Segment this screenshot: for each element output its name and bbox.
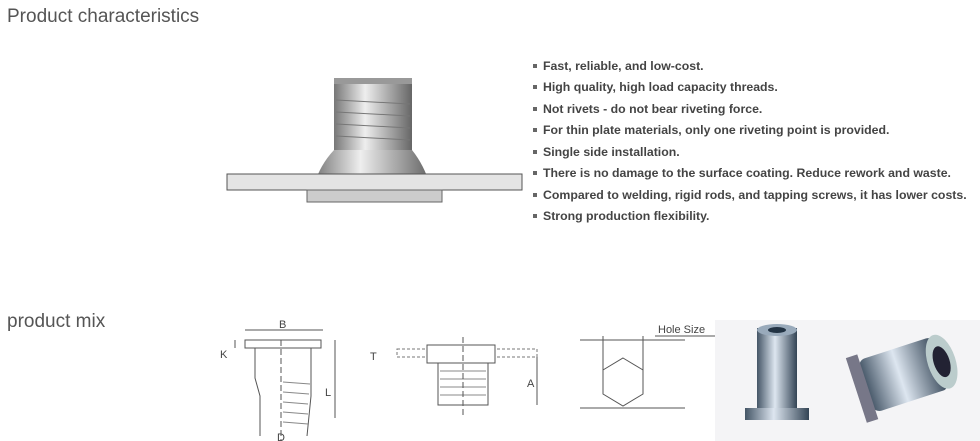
technical-drawing-installed: T A (370, 337, 538, 415)
section-title-product-mix: product mix (7, 311, 106, 332)
technical-drawing-hole-size: Hole Size (580, 324, 715, 409)
dim-label-a: A (527, 378, 535, 390)
feature-item: High quality, high load capacity threads… (533, 77, 967, 99)
feature-item: Strong production flexibility. (533, 206, 967, 228)
dim-label-b: B (279, 319, 286, 331)
section-title-characteristics: Product characteristics (7, 6, 200, 27)
feature-text: Single side installation. (543, 144, 680, 159)
feature-text: Strong production flexibility. (543, 209, 710, 224)
feature-item: Fast, reliable, and low-cost. (533, 55, 967, 77)
feature-text: For thin plate materials, only one rivet… (543, 123, 890, 138)
rivet-nut-product-photo (715, 320, 980, 441)
bullet-icon (533, 149, 537, 154)
dim-label-l: L (325, 387, 331, 399)
feature-item: Single side installation. (533, 141, 967, 163)
feature-list: Fast, reliable, and low-cost. High quali… (533, 55, 967, 227)
bullet-icon (533, 63, 537, 68)
bullet-icon (533, 106, 537, 111)
feature-item: There is no damage to the surface coatin… (533, 163, 967, 185)
feature-text: Fast, reliable, and low-cost. (543, 58, 704, 73)
bullet-icon (533, 214, 537, 219)
feature-text: Compared to welding, rigid rods, and tap… (543, 187, 967, 202)
technical-drawing-flat-head: B L K D (220, 319, 336, 441)
dim-label-hole-size: Hole Size (658, 324, 705, 336)
dim-label-d: D (277, 432, 285, 441)
feature-text: Not rivets - do not bear riveting force. (543, 101, 763, 116)
feature-item: For thin plate materials, only one rivet… (533, 120, 967, 142)
bullet-icon (533, 128, 537, 133)
dim-label-k: K (220, 349, 228, 361)
rivet-nut-installed-image (226, 78, 523, 203)
bullet-icon (533, 171, 537, 176)
feature-text: High quality, high load capacity threads… (543, 80, 778, 95)
bullet-icon (533, 192, 537, 197)
feature-item: Compared to welding, rigid rods, and tap… (533, 184, 967, 206)
feature-item: Not rivets - do not bear riveting force. (533, 98, 967, 120)
feature-text: There is no damage to the surface coatin… (543, 166, 951, 181)
dim-label-t: T (370, 351, 377, 363)
bullet-icon (533, 85, 537, 90)
